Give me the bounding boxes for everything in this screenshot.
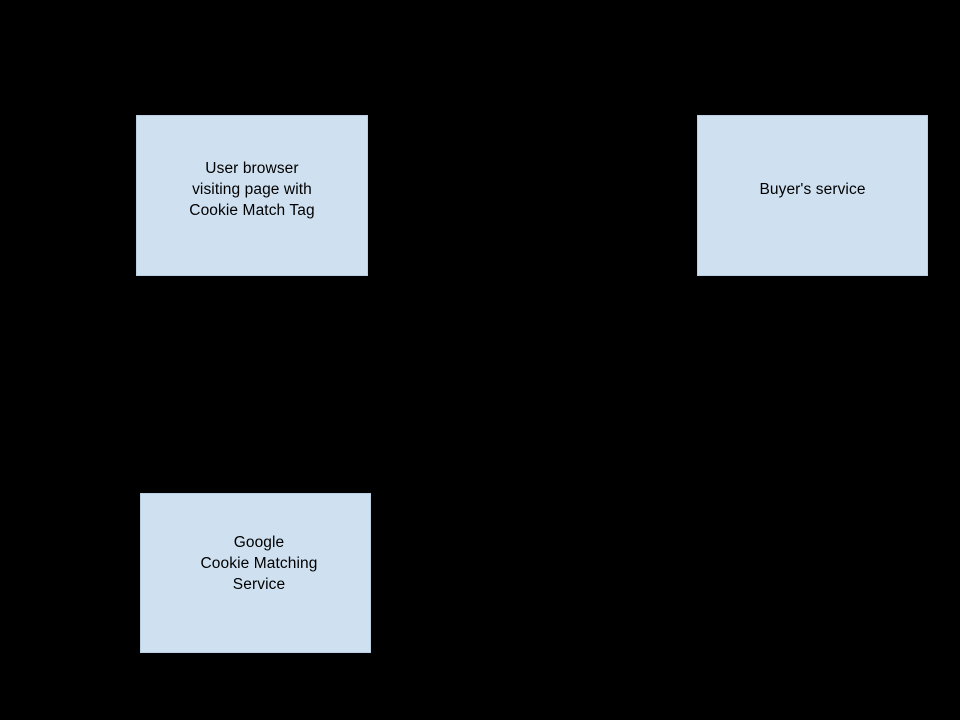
diagram-node-buyers-service-label: Buyer's service [759,181,866,198]
diagram-node-buyers-service[interactable]: Buyer's service [697,115,928,276]
diagram-node-user-browser-label: User browser visiting page with Cookie M… [189,160,315,219]
diagram-node-google-cookie-matching-service[interactable]: Google Cookie Matching Service [140,493,371,653]
diagram-node-google-cookie-matching-service-label: Google Cookie Matching Service [200,534,318,593]
diagram-node-user-browser[interactable]: User browser visiting page with Cookie M… [136,115,368,276]
